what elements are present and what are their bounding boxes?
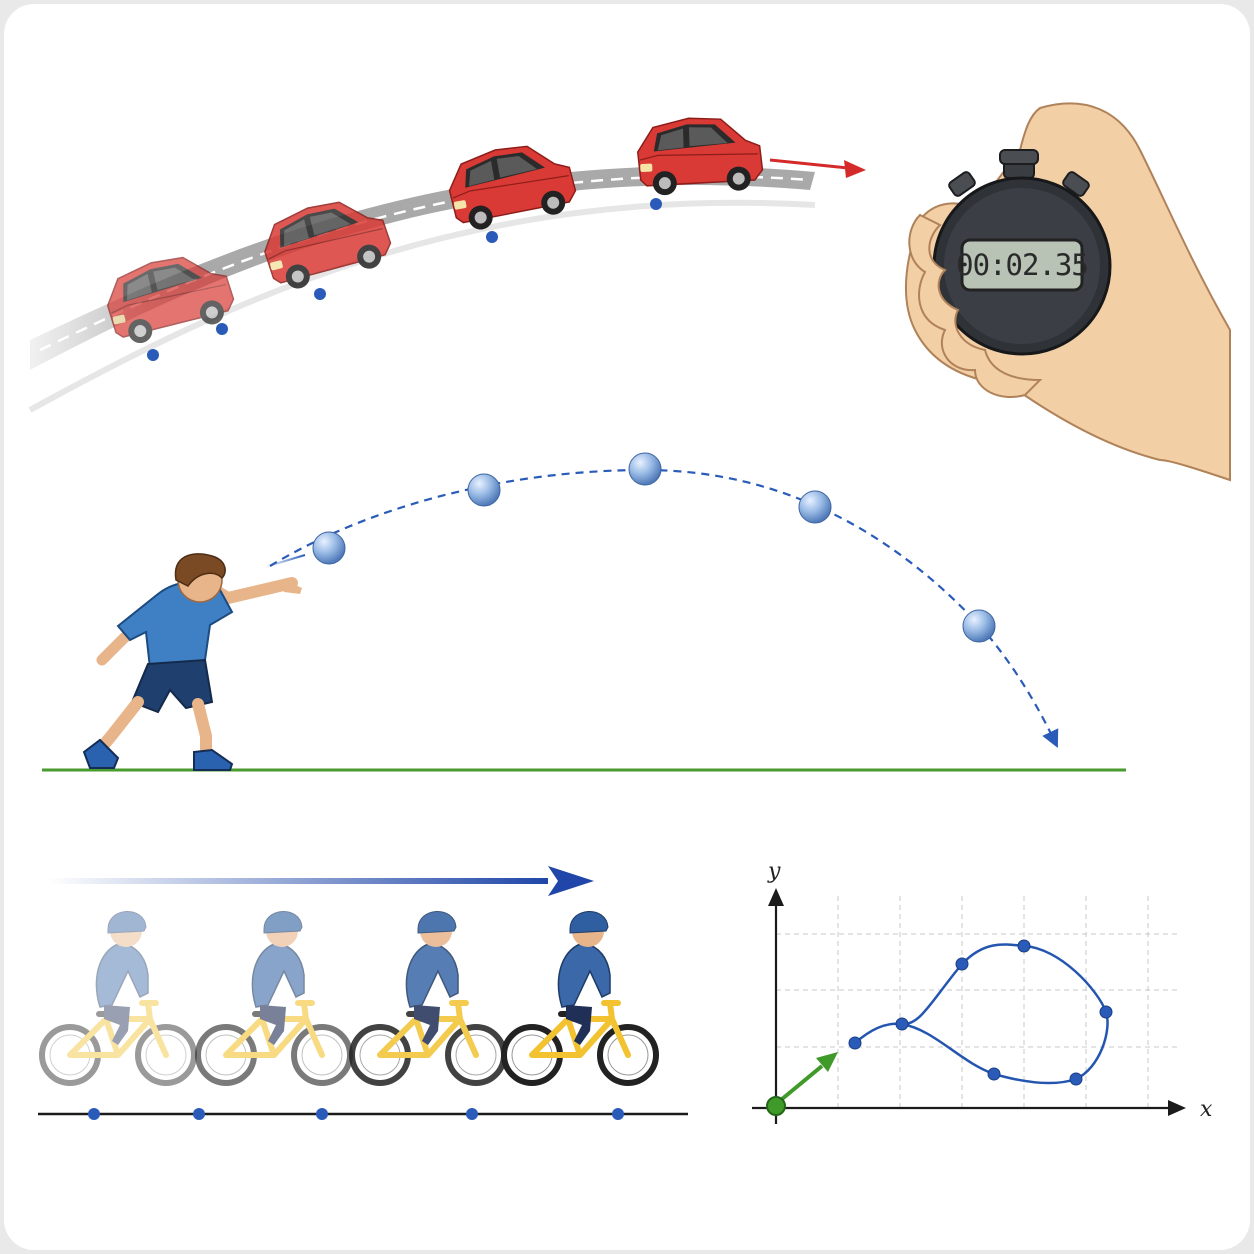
ball-icon [312, 531, 346, 565]
y-axis-label: y [767, 859, 781, 884]
hand-fingers [908, 213, 1043, 398]
ball-icon [467, 473, 501, 507]
cyclist-icon [198, 911, 350, 1083]
path-point [1017, 939, 1031, 953]
position-dot [147, 349, 159, 361]
path-point [987, 1067, 1001, 1081]
position-dot [466, 1108, 478, 1120]
position-dot [193, 1108, 205, 1120]
cyclist-icon [504, 911, 656, 1083]
boy-throwing-icon [82, 553, 302, 771]
ball-icon [798, 490, 832, 524]
ball-icon [962, 609, 996, 643]
path-point [1069, 1072, 1083, 1086]
graph-grid [776, 896, 1180, 1108]
start-arrow-head [816, 1052, 838, 1072]
cyclist-position-dots [88, 1108, 624, 1120]
path-point [955, 957, 969, 971]
position-dot [650, 198, 662, 210]
cyclist-scene [38, 866, 688, 1120]
stopwatch-icon: 00:02.35 [932, 149, 1112, 356]
position-dot [486, 231, 498, 243]
position-dot [316, 1108, 328, 1120]
position-dot [612, 1108, 624, 1120]
stopwatch-in-hand: 00:02.35 [905, 102, 1231, 482]
position-dot [314, 288, 326, 300]
path-point [848, 1036, 862, 1050]
path-point [895, 1017, 909, 1031]
car-direction-arrow [769, 158, 866, 178]
path-curve [854, 943, 1109, 1085]
car-position-2 [256, 189, 397, 296]
stopwatch-display: 00:02.35 [956, 248, 1088, 282]
road-scene [28, 115, 866, 413]
origin-start-point [766, 1096, 786, 1116]
start-arrow-line [774, 1064, 824, 1106]
position-dot [88, 1108, 100, 1120]
path-point [1099, 1005, 1113, 1019]
x-axis-label: x [1200, 1097, 1213, 1122]
car-position-3 [443, 136, 581, 235]
ball-trajectory [269, 468, 1059, 748]
illustration-svg: 00:02.35 [28, 102, 1231, 1124]
xy-path-graph: x y [752, 859, 1213, 1124]
cyclist-icon [42, 911, 194, 1083]
position-dot [216, 323, 228, 335]
projectile-scene [42, 452, 1126, 772]
path-points [848, 939, 1113, 1086]
cyclist-icon [352, 911, 504, 1083]
ball-icon [628, 452, 662, 486]
cyclist-direction-arrow [548, 866, 594, 896]
car-position-dots [147, 198, 662, 361]
motion-illustration: 00:02.35 [4, 4, 1250, 1250]
